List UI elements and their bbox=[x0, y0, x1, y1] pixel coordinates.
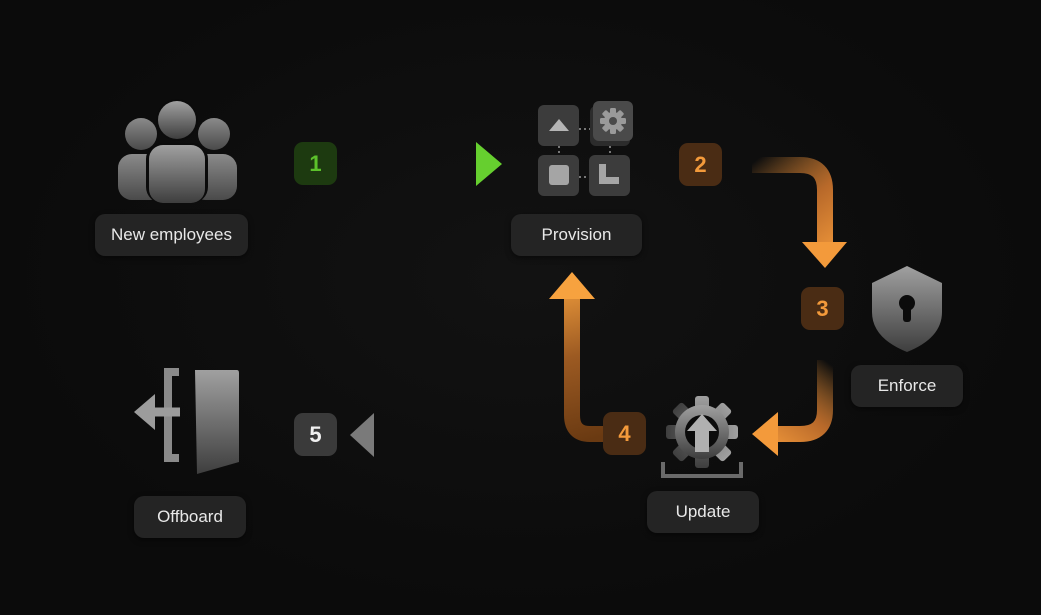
node-update-label: Update bbox=[647, 491, 759, 533]
step-2-badge: 2 bbox=[679, 143, 722, 186]
arrow-1-connector bbox=[348, 142, 502, 186]
node-provision-label: Provision bbox=[511, 214, 642, 256]
arrow-3-connector bbox=[752, 360, 833, 456]
exit-door-icon bbox=[134, 368, 239, 474]
step-3-badge: 3 bbox=[801, 287, 844, 330]
gear-upload-icon bbox=[661, 396, 743, 478]
arrow-2-connector bbox=[752, 157, 847, 268]
step-5-badge: 5 bbox=[294, 413, 337, 456]
step-4-badge: 4 bbox=[603, 412, 646, 455]
arrow-5-connector bbox=[350, 413, 585, 457]
node-offboard-label: Offboard bbox=[134, 496, 246, 538]
people-group-icon bbox=[118, 99, 237, 203]
node-new-employees-label: New employees bbox=[95, 214, 248, 256]
app-grid-icon bbox=[538, 101, 633, 196]
arrow-4-connector bbox=[549, 272, 606, 442]
node-enforce-label: Enforce bbox=[851, 365, 963, 407]
step-1-badge: 1 bbox=[294, 142, 337, 185]
shield-keyhole-icon bbox=[872, 266, 942, 352]
